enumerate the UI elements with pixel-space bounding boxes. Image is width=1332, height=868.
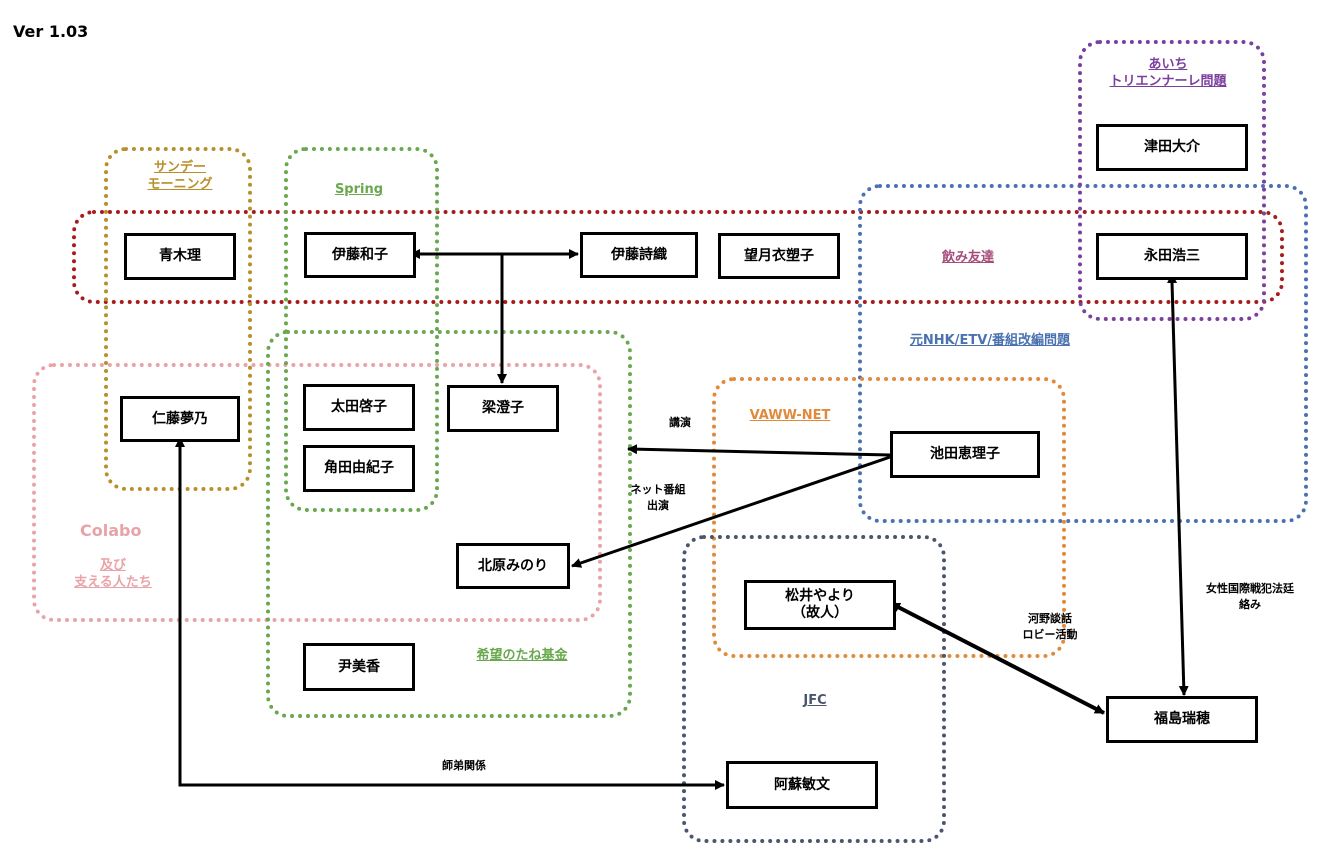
group-nhk-box [858, 184, 1308, 523]
edge-matsui-fukushima [889, 602, 1105, 715]
group-drink-label: 飲み友達 [941, 250, 994, 265]
node-sumida: 角田由紀子 [303, 445, 415, 492]
edge-label-mentor: 師弟関係 [442, 759, 486, 772]
group-colabo-label: 及び 支える人たち [74, 558, 152, 590]
edge-nito-aso [175, 437, 725, 790]
node-fukushima: 福島瑞穂 [1106, 696, 1258, 743]
edge-label-tribunal: 女性国際戦犯法廷 絡み [1206, 582, 1294, 611]
edge-ikeda-lecture [627, 444, 891, 457]
node-ito-shiori: 伊藤詩織 [580, 232, 698, 278]
node-mochizuki: 望月衣塑子 [718, 233, 840, 279]
node-ikeda: 池田恵理子 [890, 431, 1040, 478]
group-jfc-label: JFC [803, 693, 827, 708]
edge-label-kono: 河野談話 ロビー活動 [1022, 612, 1078, 641]
group-nhk-label: 元NHK/ETV/番組改編問題 [909, 333, 1071, 348]
group-vaww-label: VAWW-NET [749, 408, 831, 423]
node-tsuda: 津田大介 [1096, 124, 1248, 171]
edge-label-lecture: 講演 [669, 416, 691, 429]
node-aoki: 青木理 [124, 233, 236, 280]
node-ota: 太田啓子 [303, 384, 415, 431]
node-nagata: 永田浩三 [1096, 233, 1248, 280]
node-matsui: 松井やより （故人） [744, 580, 896, 630]
version-label: Ver 1.03 [13, 22, 89, 41]
edge-label-net: ネット番組 出演 [630, 483, 686, 512]
colabo-logo: Colabo [80, 521, 142, 540]
node-kitahara: 北原みのり [456, 543, 570, 589]
edge-nagata-fukushima [1167, 273, 1189, 696]
group-drink-box [72, 210, 1284, 304]
node-nito: 仁藤夢乃 [120, 396, 240, 442]
node-yun: 尹美香 [303, 643, 415, 691]
group-aichi-label: あいち トリエンナーレ問題 [1109, 57, 1227, 89]
group-sunday-label: サンデー モーニング [147, 160, 213, 192]
node-ito-kazuko: 伊藤和子 [304, 232, 416, 278]
node-aso: 阿蘇敏文 [726, 761, 878, 809]
node-ryo: 梁澄子 [447, 385, 559, 432]
group-spring-label: Spring [334, 182, 384, 197]
